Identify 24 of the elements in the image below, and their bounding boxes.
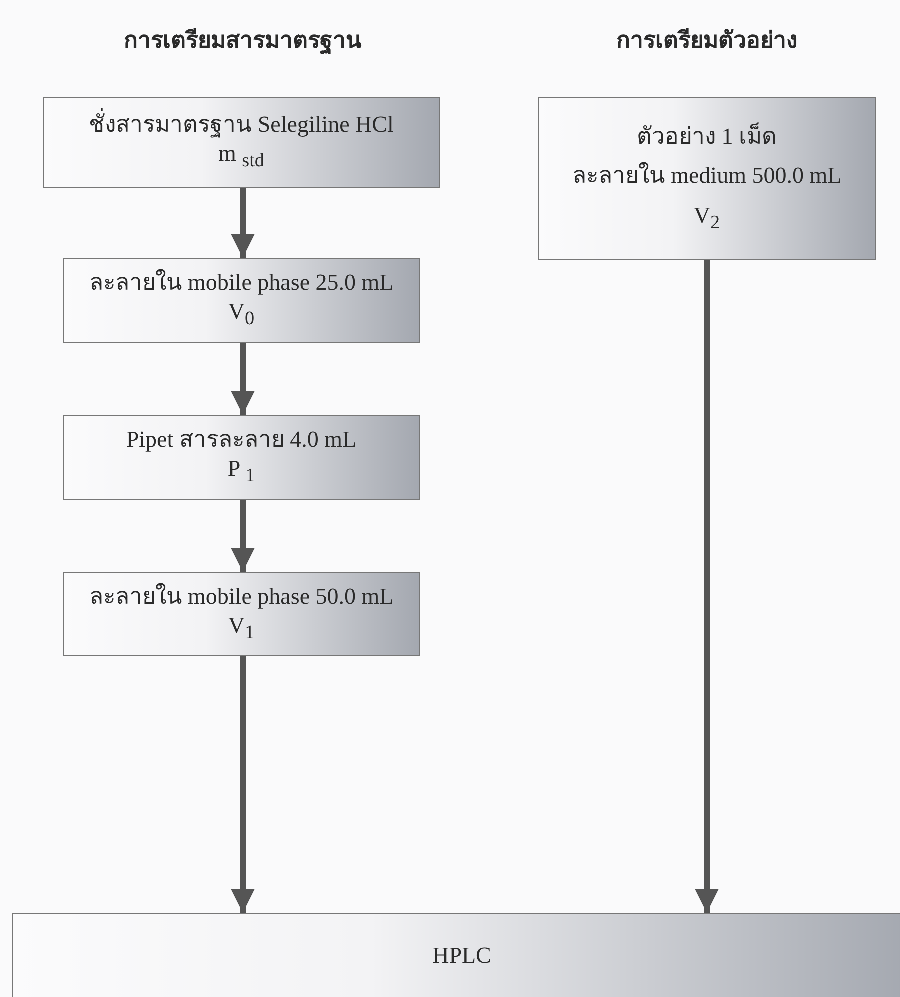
step-text: P $_{1}$: [228, 455, 256, 489]
arrow: [231, 343, 255, 415]
step-text: ละลายใน mobile phase 25.0 mL: [89, 269, 394, 298]
arrow: [231, 500, 255, 572]
step-text: ละลายใน medium 500.0 mL: [572, 161, 842, 190]
step-text: V$_{2}$: [694, 202, 720, 236]
process-box: [43, 97, 440, 188]
step-text: V$_{1}$: [228, 612, 255, 646]
process-box: [12, 913, 900, 997]
arrow: [231, 188, 255, 258]
step-text: m $_{std}$: [218, 140, 264, 174]
arrow: [231, 656, 255, 913]
process-box: [538, 97, 876, 260]
arrow: [695, 260, 719, 913]
step-text: ตัวอย่าง 1 เม็ด: [637, 122, 777, 152]
column-heading: การเตรียมตัวอย่าง: [616, 27, 798, 55]
process-box: [63, 258, 420, 343]
step-text: ละลายใน mobile phase 50.0 mL: [89, 582, 394, 611]
step-text: V$_{0}$: [228, 298, 255, 332]
step-text: Pipet สารละลาย 4.0 mL: [126, 426, 357, 454]
column-heading: การเตรียมสารมาตรฐาน: [124, 27, 362, 57]
step-text: HPLC: [432, 942, 492, 970]
process-box: [63, 572, 420, 656]
process-box: [63, 415, 420, 500]
